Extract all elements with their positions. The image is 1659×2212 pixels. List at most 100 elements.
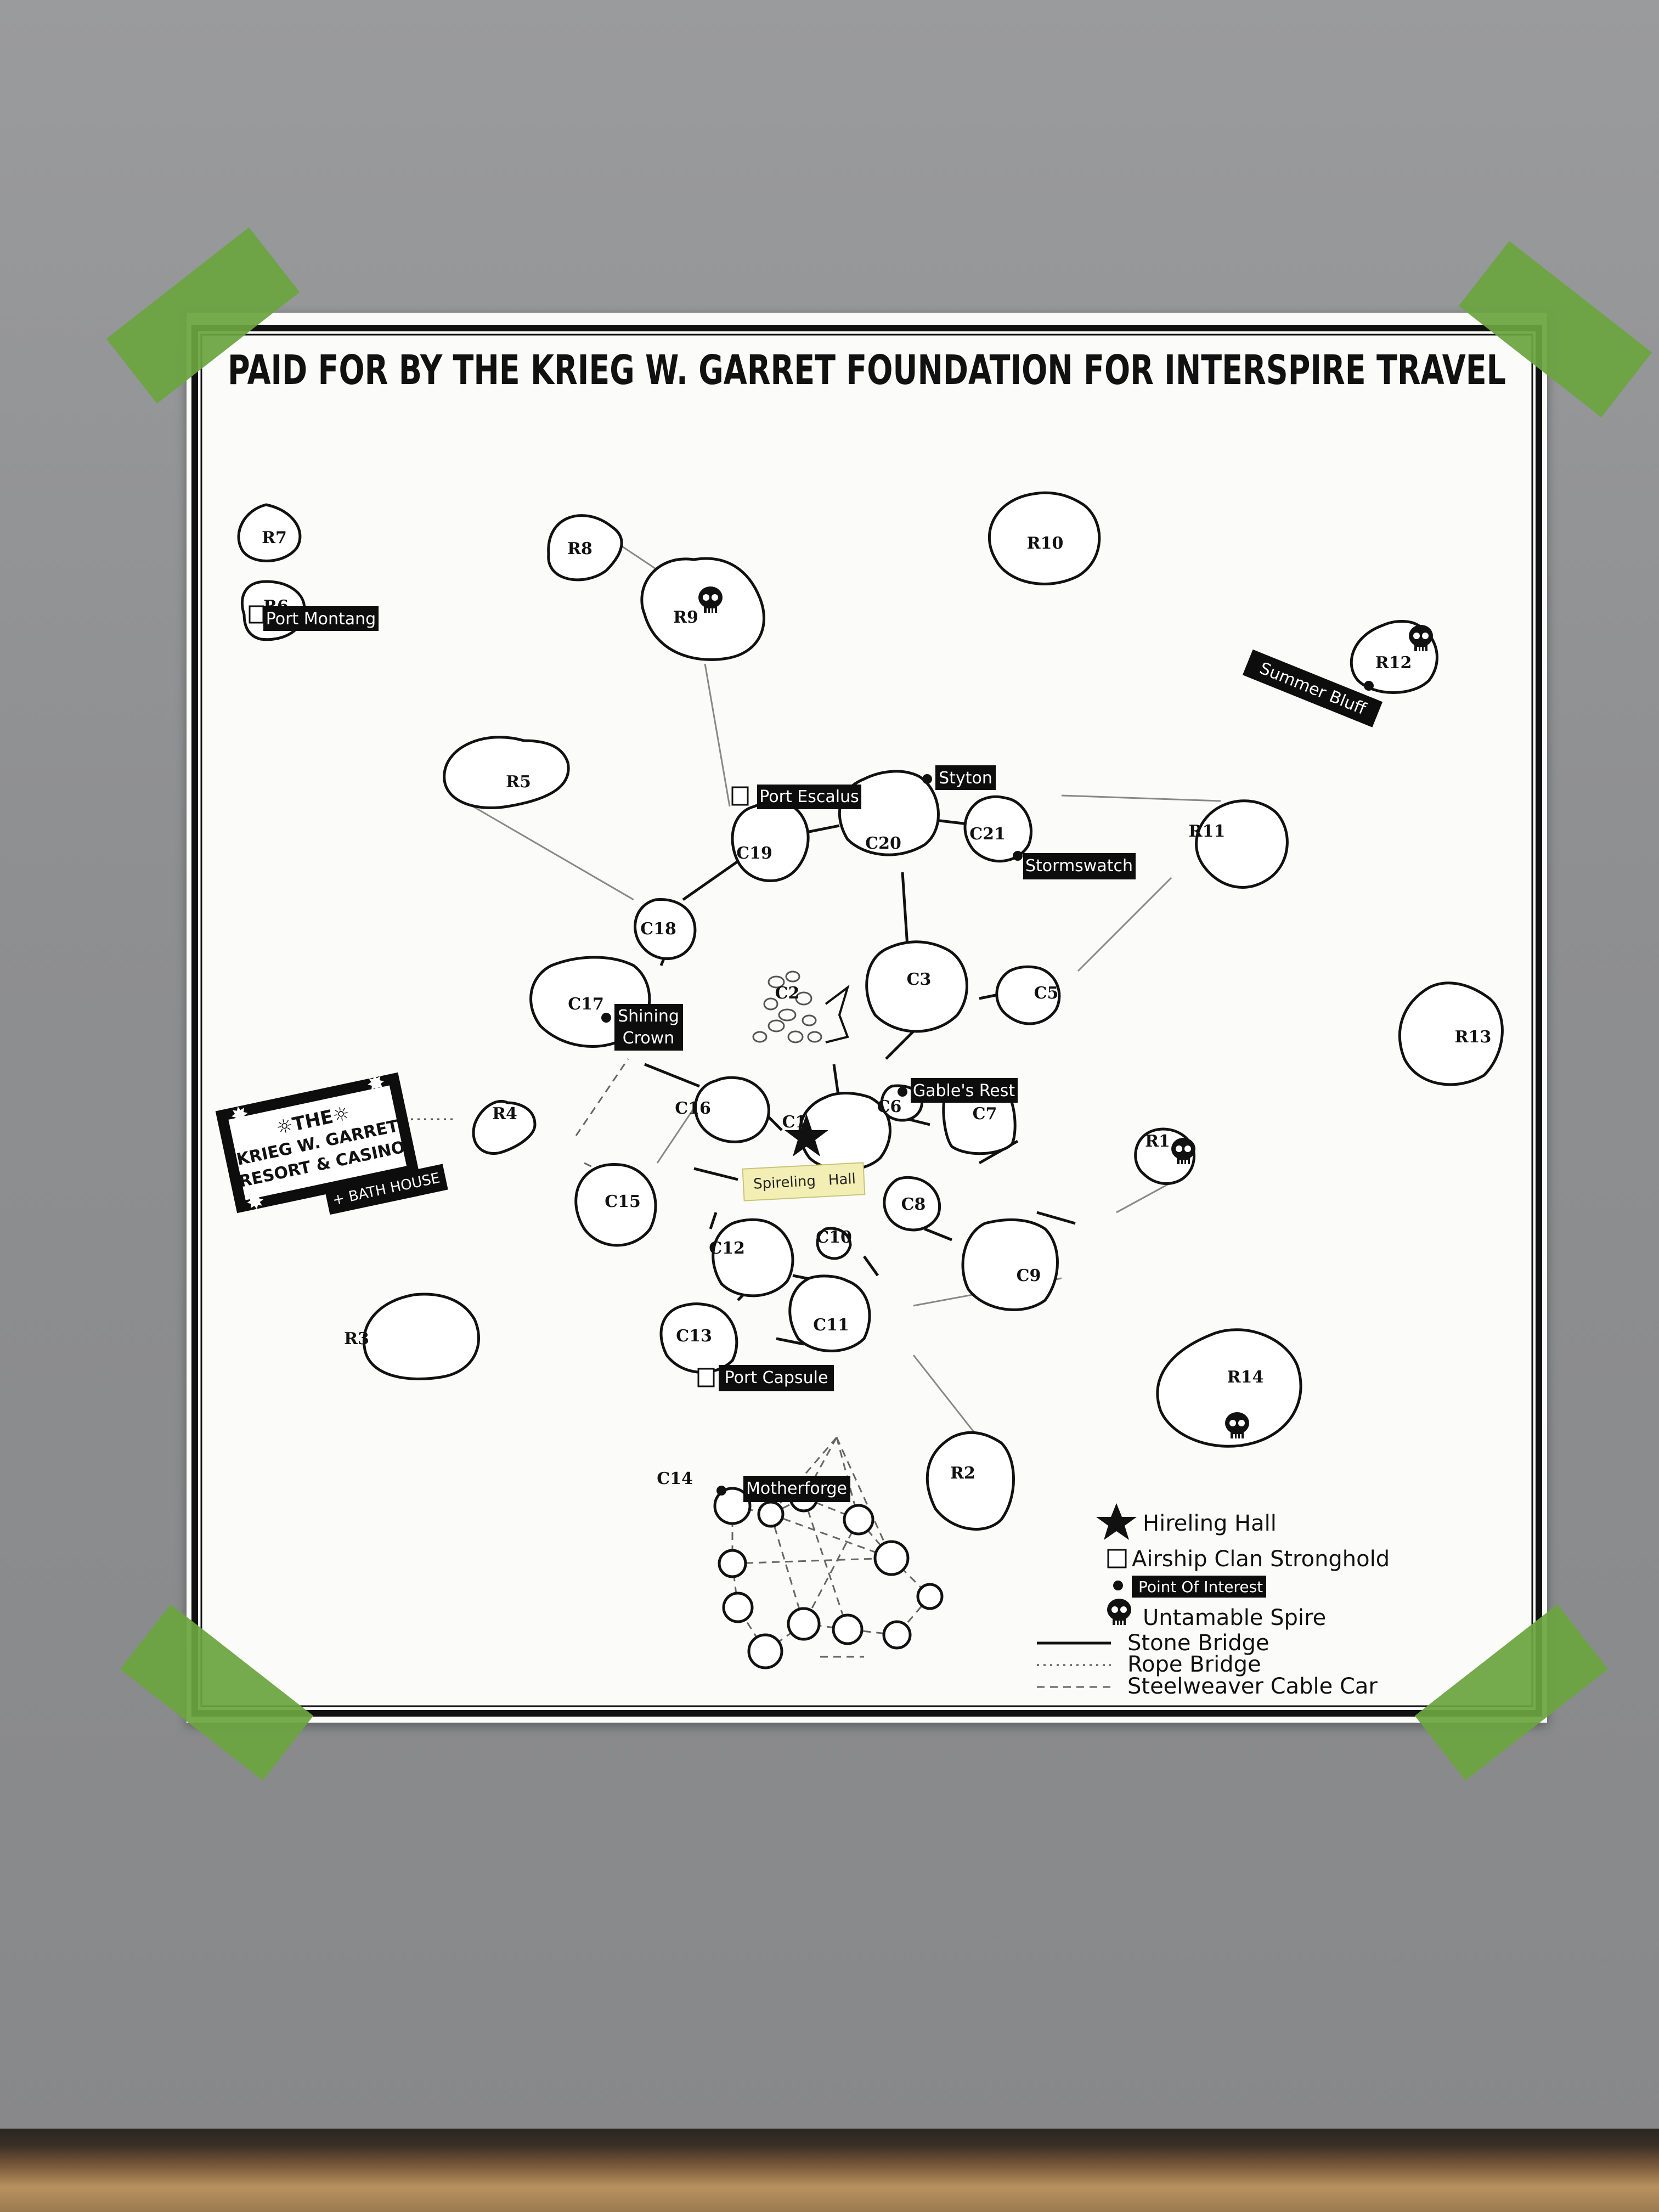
label-c13: C13 — [676, 1327, 712, 1346]
label-c9: C9 — [1017, 1266, 1041, 1285]
spire-c5 — [995, 965, 1061, 1025]
c14-cluster — [713, 1483, 944, 1669]
tag-crown: Crown — [623, 1029, 675, 1048]
tag-stormswatch: Stormswatch — [1025, 856, 1133, 876]
poi-dot-icon — [1013, 851, 1023, 861]
spire-r3 — [363, 1293, 480, 1380]
legend-poi: Point Of Interest — [1138, 1578, 1263, 1596]
spire-c16 — [694, 1076, 770, 1143]
spire-labels: R8 R9 R10 R7 R6 R5 R12 R11 R13 R1 R14 R3… — [262, 528, 1491, 1488]
legend-star-icon — [1096, 1503, 1137, 1540]
label-c17: C17 — [568, 995, 604, 1014]
spire-c9 — [961, 1218, 1059, 1311]
spire-c11 — [788, 1274, 871, 1352]
legend-rope: Rope Bridge — [1127, 1652, 1261, 1677]
label-c8: C8 — [901, 1195, 926, 1214]
tag-shining: Shining — [618, 1007, 679, 1026]
c2-rubble — [752, 970, 850, 1043]
spire-c19 — [731, 801, 810, 882]
legend-hireling-hall: Hireling Hall — [1143, 1511, 1277, 1536]
label-c14: C14 — [657, 1469, 693, 1488]
legend-airship: Airship Clan Stronghold — [1132, 1547, 1390, 1572]
spire-r10 — [988, 491, 1101, 585]
spire-r14 — [1156, 1328, 1302, 1448]
legend-stone: Stone Bridge — [1127, 1630, 1269, 1656]
poi-dot-icon — [922, 774, 932, 784]
spire-r9 — [640, 557, 765, 661]
sticky-note-line1: Spireling — [753, 1173, 816, 1193]
label-r10: R10 — [1027, 534, 1064, 553]
spire-r2 — [926, 1431, 1015, 1531]
label-c11: C11 — [813, 1316, 849, 1335]
label-c6: C6 — [877, 1097, 902, 1116]
label-c19: C19 — [736, 844, 772, 863]
spire-r5 — [443, 736, 570, 809]
spire-r8 — [547, 514, 623, 582]
spire-c18 — [634, 898, 697, 960]
label-r4: R4 — [492, 1104, 517, 1124]
inner-border — [200, 334, 1533, 1707]
label-c16: C16 — [675, 1099, 711, 1118]
tag-port-escalus: Port Escalus — [759, 787, 859, 806]
spire-map: PAID FOR BY THE KRIEG W. GARRET FOUNDATI… — [191, 325, 1542, 1717]
tag-gables-rest: Gable's Rest — [913, 1081, 1015, 1101]
label-r3: R3 — [344, 1329, 369, 1348]
poi-dot-icon — [898, 1087, 907, 1097]
spire-r7 — [237, 503, 302, 562]
spire-r13 — [1398, 981, 1504, 1086]
outer-border — [191, 325, 1542, 1717]
label-r14: R14 — [1227, 1368, 1264, 1387]
tag-motherforge: Motherforge — [746, 1479, 847, 1498]
spire-c20 — [838, 770, 940, 856]
legend-square-icon — [1107, 1549, 1127, 1568]
label-r7: R7 — [262, 528, 287, 548]
spire-c15 — [574, 1163, 657, 1247]
spire-c8 — [883, 1176, 941, 1232]
legend: Hireling Hall Airship Clan Stronghold Po… — [1037, 1503, 1390, 1699]
label-r8: R8 — [567, 539, 592, 558]
label-r13: R13 — [1455, 1028, 1492, 1047]
airship-square-icon — [697, 1368, 715, 1387]
label-r5: R5 — [506, 772, 531, 792]
spire-c12 — [712, 1218, 794, 1297]
label-c5: C5 — [1034, 984, 1059, 1003]
spire-islands — [237, 491, 1504, 1669]
legend-skull-icon — [1107, 1599, 1131, 1625]
tag-port-capsule: Port Capsule — [725, 1368, 828, 1387]
poster-paper — [187, 313, 1547, 1723]
label-r11: R11 — [1189, 822, 1226, 841]
label-c21: C21 — [969, 825, 1006, 844]
label-c20: C20 — [865, 834, 901, 853]
label-c18: C18 — [640, 919, 676, 939]
spire-c21 — [963, 795, 1032, 863]
tag-styton: Styton — [939, 769, 992, 788]
poi-dot-icon — [601, 1013, 611, 1023]
label-c2: C2 — [775, 984, 800, 1003]
airship-square-icon — [249, 605, 264, 624]
tag-port-montang: Port Montang — [266, 610, 376, 629]
spire-r11 — [1195, 799, 1289, 889]
spire-c10 — [816, 1227, 852, 1260]
spire-r4 — [472, 1099, 537, 1155]
label-c3: C3 — [907, 970, 932, 989]
hireling-hall-star-icon — [785, 1114, 828, 1156]
legend-untamable: Untamable Spire — [1143, 1605, 1326, 1630]
label-c7: C7 — [973, 1104, 997, 1124]
poi-dot-icon — [1364, 681, 1374, 691]
label-r12: R12 — [1375, 653, 1412, 673]
legend-poi-icon — [1113, 1581, 1123, 1590]
label-r1: R1 — [1145, 1132, 1170, 1151]
label-c12: C12 — [709, 1239, 745, 1258]
wood-floor-trim — [0, 2129, 1659, 2212]
label-r9: R9 — [673, 608, 698, 627]
casino-sign: ☼THE☼ KRIEG W. GARRET RESORT & CASINO + … — [215, 1070, 448, 1216]
label-r2: R2 — [950, 1464, 975, 1483]
spire-c3 — [865, 940, 968, 1033]
poi-dot-icon — [716, 1486, 726, 1496]
label-c15: C15 — [605, 1192, 641, 1211]
sticky-note-line2: Hall — [828, 1171, 856, 1189]
map-title: PAID FOR BY THE KRIEG W. GARRET FOUNDATI… — [228, 347, 1506, 394]
legend-cable: Steelweaver Cable Car — [1127, 1674, 1378, 1699]
label-c10: C10 — [816, 1228, 852, 1247]
airship-square-icon — [731, 786, 749, 806]
